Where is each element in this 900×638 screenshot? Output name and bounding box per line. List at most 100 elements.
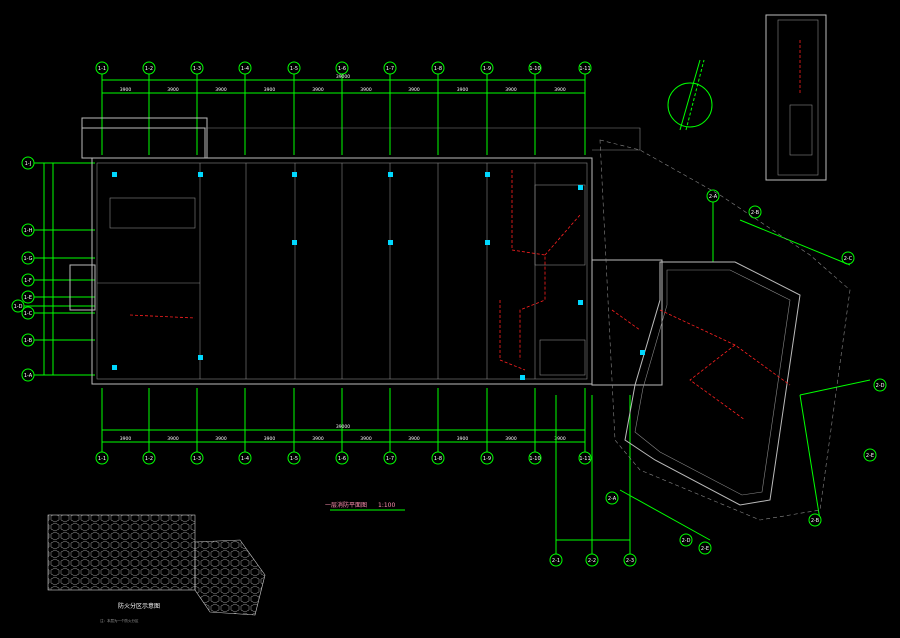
axis-top-bubble bbox=[95, 61, 109, 75]
dimension-label: 3900 bbox=[215, 436, 227, 442]
dimension-label: 3900 bbox=[215, 87, 227, 93]
axis-left-label: 1-E bbox=[24, 295, 32, 301]
axis-top-label: 1-10 bbox=[529, 66, 540, 72]
axis-left-bubble bbox=[21, 273, 35, 287]
dimension-label: 3900 bbox=[167, 436, 179, 442]
axis-top-label: 1-11 bbox=[579, 66, 590, 72]
dimension-line bbox=[799, 379, 871, 396]
axis-top-label: 1-4 bbox=[241, 66, 249, 72]
axis-bottom-bubble bbox=[578, 451, 592, 465]
fire-alarm-lines bbox=[129, 170, 791, 421]
main-building-walls bbox=[69, 117, 663, 386]
dimension-label: 3900 bbox=[505, 87, 517, 93]
axis-wing-bubble bbox=[863, 448, 877, 462]
axis-top-bubble bbox=[528, 61, 542, 75]
axis-bottom-right-bubble bbox=[623, 553, 637, 567]
axis-bottom-right-label: 2-2 bbox=[588, 558, 596, 564]
axis-wing-label: 2-B bbox=[751, 210, 760, 216]
axis-left-label: 1-F bbox=[24, 278, 32, 284]
axis-bottom-bubble bbox=[287, 451, 301, 465]
wing-building-walls bbox=[599, 139, 851, 521]
axis-bottom-label: 1-6 bbox=[338, 456, 346, 462]
axis-top-label: 1-9 bbox=[483, 66, 491, 72]
stair-inset bbox=[765, 14, 827, 181]
dimension-label: 3900 bbox=[264, 87, 276, 93]
axis-top-bubble bbox=[431, 61, 445, 75]
drawing-title: 一层消防平面图 1:100 bbox=[325, 501, 405, 511]
axis-top-bubble bbox=[578, 61, 592, 75]
dimension-line bbox=[799, 394, 821, 521]
dimension-label: 3900 bbox=[457, 436, 469, 442]
axis-wing-label: 2-D bbox=[876, 383, 885, 389]
dimension-label: 3900 bbox=[264, 436, 276, 442]
dimension-label: 3900 bbox=[120, 87, 132, 93]
dimension-label: 3900 bbox=[505, 436, 517, 442]
axis-bottom-bubble bbox=[383, 451, 397, 465]
axis-top-bubble bbox=[238, 61, 252, 75]
axis-left-label: 1-B bbox=[24, 338, 33, 344]
axis-bottom-label: 1-9 bbox=[483, 456, 491, 462]
axis-top-label: 1-1 bbox=[98, 66, 106, 72]
total-dimension-label: 39000 bbox=[336, 74, 350, 80]
axis-wing-label: 2-D bbox=[682, 538, 691, 544]
axis-bottom-right-label: 2-1 bbox=[552, 558, 560, 564]
axis-bottom-bubble bbox=[480, 451, 494, 465]
axis-grid: 1-11-11-21-21-31-31-41-41-51-51-61-61-71… bbox=[11, 61, 887, 567]
dimension-label: 3900 bbox=[312, 436, 324, 442]
axis-bottom-bubble bbox=[190, 451, 204, 465]
axis-bottom-right-label: 2-3 bbox=[626, 558, 634, 564]
dimension-label: 3900 bbox=[457, 87, 469, 93]
dimension-label: 3900 bbox=[167, 87, 179, 93]
dimension-label: 3900 bbox=[360, 87, 372, 93]
axis-top-label: 1-2 bbox=[145, 66, 153, 72]
axis-wing-bubble bbox=[808, 513, 822, 527]
axis-wing-bubble bbox=[679, 533, 693, 547]
axis-bottom-bubble bbox=[95, 451, 109, 465]
dimension-label: 3900 bbox=[312, 87, 324, 93]
axis-bottom-bubble bbox=[335, 451, 349, 465]
axis-wing-label: 2-E bbox=[701, 546, 709, 552]
axis-wing-bubble bbox=[605, 491, 619, 505]
dimension-label: 3900 bbox=[360, 436, 372, 442]
axis-top-label: 1-8 bbox=[434, 66, 442, 72]
axis-bottom-label: 1-4 bbox=[241, 456, 249, 462]
dimension-line bbox=[739, 219, 851, 266]
axis-wing-bubble bbox=[698, 541, 712, 555]
axis-bottom-right-bubble bbox=[585, 553, 599, 567]
axis-top-bubble bbox=[190, 61, 204, 75]
axis-top-bubble bbox=[287, 61, 301, 75]
axis-bottom-right-bubble bbox=[549, 553, 563, 567]
axis-left-bubble bbox=[21, 223, 35, 237]
axis-left-bubble bbox=[21, 333, 35, 347]
axis-bottom-label: 1-8 bbox=[434, 456, 442, 462]
axis-top-label: 1-5 bbox=[290, 66, 298, 72]
axis-wing-bubble bbox=[873, 378, 887, 392]
axis-top-bubble bbox=[383, 61, 397, 75]
axis-left-label: 1-C bbox=[24, 311, 33, 317]
dimension-label: 3900 bbox=[554, 87, 566, 93]
axis-wing-label: 2-A bbox=[709, 194, 718, 200]
axis-bottom-bubble bbox=[431, 451, 445, 465]
axis-bottom-label: 1-2 bbox=[145, 456, 153, 462]
axis-top-bubble bbox=[142, 61, 156, 75]
fire-devices bbox=[112, 172, 645, 380]
axis-bottom-bubble bbox=[142, 451, 156, 465]
axis-top-bubble bbox=[480, 61, 494, 75]
axis-wing-label: 2-A bbox=[608, 496, 617, 502]
svg-text:1:100: 1:100 bbox=[378, 502, 395, 509]
axis-wing-label: 2-E bbox=[866, 453, 874, 459]
dimension-label: 3900 bbox=[408, 87, 420, 93]
axis-left-label: 1-J bbox=[25, 161, 32, 167]
axis-left-bubble bbox=[11, 299, 25, 313]
total-dimension-label: 39000 bbox=[336, 424, 350, 430]
svg-text:注：本层为一个防火分区: 注：本层为一个防火分区 bbox=[100, 618, 139, 623]
north-arrow-icon bbox=[667, 59, 713, 131]
dimension-label: 3900 bbox=[408, 436, 420, 442]
dimension-label: 3900 bbox=[120, 436, 132, 442]
axis-wing-label: 2-C bbox=[844, 256, 853, 262]
axis-top-label: 1-6 bbox=[338, 66, 346, 72]
axis-top-label: 1-7 bbox=[386, 66, 394, 72]
axis-bottom-label: 1-11 bbox=[579, 456, 590, 462]
axis-left-label: 1-H bbox=[24, 228, 33, 234]
axis-wing-label: 2-B bbox=[811, 518, 820, 524]
